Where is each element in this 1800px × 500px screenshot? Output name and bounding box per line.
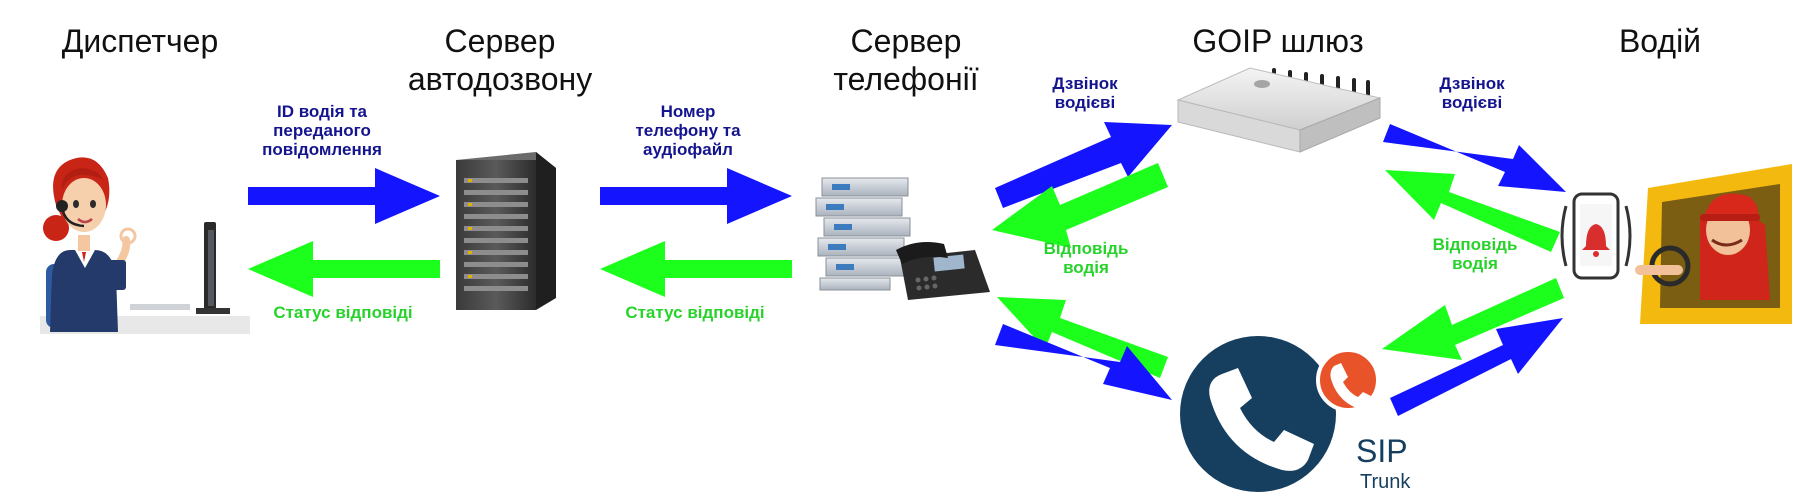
label-autodial-to-telephony-1: Номер <box>661 102 716 121</box>
label-autodial-to-dispatcher: Статус відповіді <box>273 303 412 322</box>
trunk-label: Trunk <box>1360 471 1411 493</box>
sip-label: SIP <box>1356 433 1408 469</box>
label-telephony-to-goip-1: Дзвінок <box>1052 74 1118 93</box>
label-goip-to-driver-1: Дзвінок <box>1439 74 1505 93</box>
label-dispatcher-to-autodial-1: ID водія та <box>277 102 368 121</box>
arrow-telephony-to-sip <box>995 324 1172 400</box>
dispatcher-title: Диспетчер <box>62 23 219 59</box>
label-dispatcher-to-autodial-3: повідомлення <box>262 140 382 159</box>
goip-gateway-title: GOIP шлюз <box>1192 23 1363 59</box>
operator-with-headset-icon <box>40 157 250 334</box>
autodial-server-title-line2: автодозвону <box>408 61 592 97</box>
arrow-telephony-to-goip <box>995 122 1172 208</box>
arrow-dispatcher-to-autodial <box>248 168 440 224</box>
label-autodial-to-telephony-2: телефону та <box>635 121 741 140</box>
phone-handset-small-icon <box>1330 363 1377 411</box>
arrow-autodial-to-telephony <box>600 168 792 224</box>
label-dispatcher-to-autodial-2: переданого <box>273 121 371 140</box>
label-telephony-to-autodial: Статус відповіді <box>625 303 764 322</box>
telephony-server-title-line2: телефонії <box>833 61 978 97</box>
driver-title: Водій <box>1619 23 1701 59</box>
arrow-sip-to-driver <box>1390 318 1563 416</box>
server-rack-icon <box>456 152 556 310</box>
arrows <box>248 122 1566 416</box>
label-goip-to-telephony-1: Відповідь <box>1044 239 1129 258</box>
arrow-autodial-to-dispatcher <box>248 241 440 297</box>
server-stack-with-phone-icon <box>815 177 990 300</box>
label-autodial-to-telephony-3: аудіофайл <box>643 140 733 159</box>
sip-trunk-graphic <box>1180 336 1380 492</box>
label-goip-to-driver-2: водієві <box>1442 93 1502 112</box>
arrow-goip-to-driver <box>1383 124 1566 192</box>
label-goip-to-telephony-2: водія <box>1063 258 1109 277</box>
phone-handset-icon <box>1209 368 1314 471</box>
edge-labels: ID водія та переданого повідомлення Стат… <box>262 74 1517 322</box>
driver-in-truck-with-phone-icon <box>1560 164 1792 324</box>
arrow-driver-to-sip <box>1382 278 1564 360</box>
arrow-driver-to-goip <box>1385 170 1560 252</box>
label-driver-to-goip-2: водія <box>1452 254 1498 273</box>
arrow-telephony-to-autodial <box>600 241 792 297</box>
arrow-goip-to-telephony <box>992 163 1168 248</box>
autodial-server-title-line1: Сервер <box>445 23 556 59</box>
node-titles: Диспетчер Сервер автодозвону Сервер теле… <box>62 23 1701 97</box>
sip-circle <box>1180 336 1336 492</box>
telephony-server-title-line1: Сервер <box>851 23 962 59</box>
label-telephony-to-goip-2: водієві <box>1055 93 1115 112</box>
gateway-device-icon <box>1176 67 1382 153</box>
label-driver-to-goip-1: Відповідь <box>1433 235 1518 254</box>
